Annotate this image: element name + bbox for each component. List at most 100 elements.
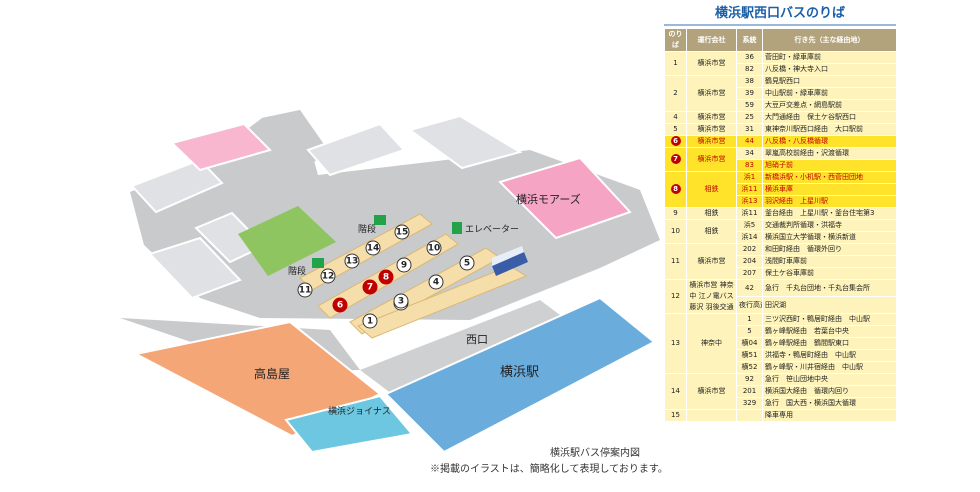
label-stairs: 階段 [288,265,306,277]
bus-stop-number: 11 [299,286,312,296]
bus-stop-6: 6 [332,297,348,313]
operator-cell: 横浜市営 [686,75,737,112]
bus-terminal-map: 横浜モアーズ エレベーター 階段 階段 西口 高島屋 横浜駅 横浜ジョイナス 1… [120,110,660,454]
berth-cell: 14 [664,373,687,410]
destination-cell: 新橋浜駅・小机駅・西菅田団地 [762,171,897,184]
building-takashimaya [133,320,382,438]
panel-title: 横浜駅西口バスのりば [664,4,896,26]
destination-cell: 釜台経由 上星川駅・釜台住宅第3 [762,207,897,220]
bus-stop-marker [362,313,378,329]
label-joinus: 横浜ジョイナス [328,405,391,417]
bus-stop-number: 8 [383,273,389,283]
system-cell: 横51 [736,349,763,362]
destination-cell: 八反橋・八反橋循環 [762,135,897,148]
system-cell: 83 [736,159,763,172]
berth-cell: 1 [664,51,687,76]
building-gray-1 [130,158,224,214]
bus-stop-marker [365,240,381,256]
bus-stop-marker [393,293,409,309]
system-cell: 横04 [736,337,763,350]
bus-stop-number: 6 [337,301,343,311]
building-gray-5 [148,236,242,300]
berth-cell: 8 [664,171,687,208]
system-cell: 31 [736,123,763,136]
destination-cell: 鶴見駅西口 [762,75,897,88]
system-cell: 25 [736,111,763,124]
label-yokohama-station: 横浜駅 [500,365,539,380]
destination-cell: 交通裁判所循環・洪福寺 [762,219,897,232]
bus-stop-marker [320,268,336,284]
berth-cell: 7 [664,147,687,172]
label-moaazu: 横浜モアーズ [516,192,581,206]
destination-cell: 急行 千丸台団地・千丸台集会所 [762,279,897,297]
label-elevator: エレベーター [465,224,519,235]
bus-stop-number: 15 [396,228,409,238]
bus-stop-4: 4 [428,274,444,290]
bus-icon [492,246,528,276]
bus-stop-number: 14 [367,244,380,254]
destination-cell: 田沢湖 [762,296,897,314]
bus-stop-number: 5 [464,259,470,269]
destination-cell: 横浜国大経由 循環内回り [762,385,897,398]
bus-stop-9: 9 [396,257,412,273]
destination-cell: 鶴ヶ峰駅経由 鶴間駅東口 [762,337,897,350]
berth-number: 7 [670,154,681,164]
system-cell: 207 [736,267,763,280]
system-cell: 92 [736,373,763,386]
berth-cell: 5 [664,123,687,136]
destination-cell: 旭硝子前 [762,159,897,172]
bus-stop-number: 3 [398,297,404,307]
destination-cell: 翠嵐高校前経由・沢渡循環 [762,147,897,160]
berth-cell: 10 [664,219,687,244]
system-cell: 夜行高速 [736,296,763,314]
building-gray-3 [407,114,523,170]
system-cell: 34 [736,147,763,160]
berth-cell: 11 [664,243,687,280]
bus-stop-number: 10 [428,244,441,254]
platform-bottom [357,265,528,339]
bus-stop-14: 14 [365,240,381,256]
bus-stops: 123456789101112131415 [297,224,475,329]
berth-cell: 4 [664,111,687,124]
berth-cell: 2 [664,75,687,112]
bus-stop-15: 15 [394,224,410,240]
table-header-row: のりば 運行会社 系統 行き先（主な経由地） [664,28,897,52]
system-cell: 39 [736,87,763,100]
operator-cell: 横浜市営 [686,51,737,76]
table-row: 夜行高速田沢湖 [665,296,897,314]
building-gray-2 [306,122,406,177]
system-cell: 38 [736,75,763,88]
system-cell: 浜11 [736,207,763,220]
system-cell [736,409,763,422]
caption-title: 横浜駅バス停案内図 [550,448,640,459]
label-nishiguchi: 西口 [466,333,488,346]
berth-cell: 15 [664,409,687,422]
system-cell: 浜13 [736,195,763,208]
berth-cell: 9 [664,207,687,220]
destination-cell: 横浜車庫 [762,183,897,196]
operator-cell: 横浜市営 [686,123,737,136]
system-cell: 1 [736,313,763,326]
operator-cell: 相鉄 [686,207,737,220]
destination-cell: 大門通経由 保土ケ谷駅西口 [762,111,897,124]
building-pink-north [170,122,272,172]
bus-stop-marker [428,274,444,290]
